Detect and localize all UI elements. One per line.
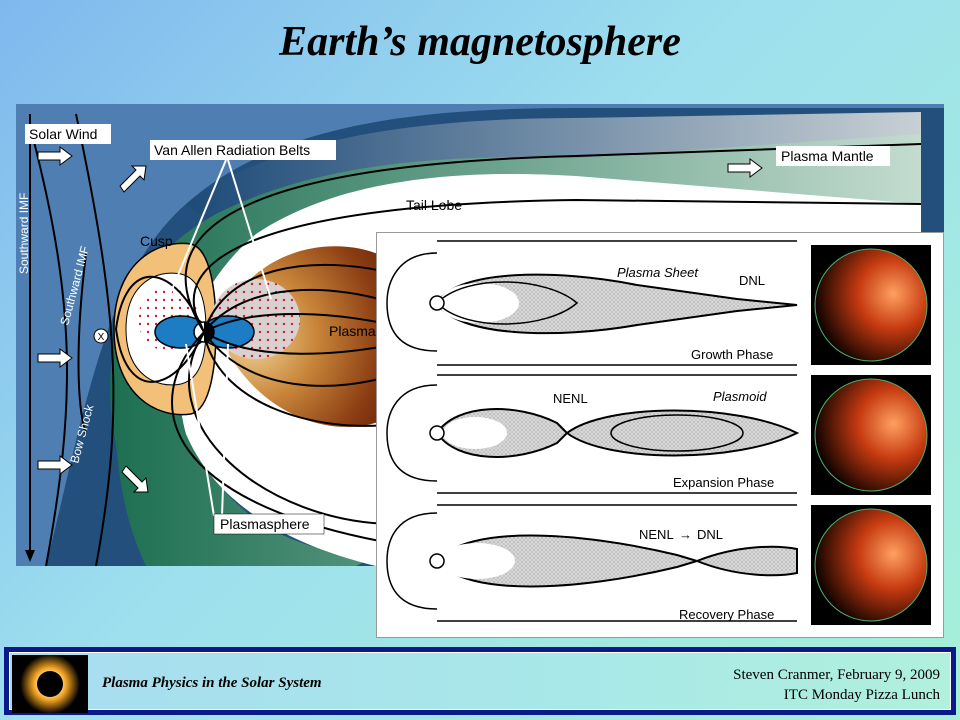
x-point-label: X: [98, 332, 105, 343]
tail-lobe-label: Tail Lobe: [406, 197, 462, 213]
plasmasphere-label: Plasmasphere: [220, 516, 310, 532]
course-title: Plasma Physics in the Solar System: [102, 675, 322, 691]
cusp-label: Cusp: [140, 233, 173, 249]
nenl-label-1: NENL: [553, 391, 588, 406]
recovery-phase-panel: NENL → DNL Recovery Phase: [386, 504, 798, 622]
flow-arrows: [37, 146, 763, 493]
plasmasphere-pointers: [185, 343, 229, 517]
plasma-mantle-region: [110, 134, 921, 566]
dnl-label-2: DNL: [697, 527, 723, 542]
plasma-label: Plasma: [329, 323, 376, 339]
nenl-dnl-arrow: →: [679, 527, 692, 542]
van-allen-box: [150, 140, 336, 160]
imf-arrow: [25, 550, 35, 562]
southward-imf-label-1: Southward IMF: [17, 193, 31, 274]
growth-phase-panel: Plasma Sheet DNL Growth Phase: [386, 240, 798, 366]
plasmasphere-box: [213, 513, 325, 535]
substorm-phases-diagram: Plasma Sheet DNL Growth Phase NENL Plasm…: [376, 232, 944, 638]
van-allen-pointers: [165, 159, 272, 305]
field-lines: [31, 113, 922, 566]
plasmoid-label: Plasmoid: [713, 389, 767, 404]
footer-bar: Plasma Physics in the Solar System Steve…: [4, 647, 956, 715]
dnl-label-1: DNL: [739, 273, 765, 288]
plasma-sheet-label: Plasma Sheet: [617, 265, 699, 280]
expansion-phase-label: Expansion Phase: [673, 475, 774, 490]
van-allen-label: Van Allen Radiation Belts: [154, 142, 310, 158]
author-block: Steven Cranmer, February 9, 2009 ITC Mon…: [733, 665, 940, 705]
author-line: Steven Cranmer, February 9, 2009: [733, 667, 940, 683]
solar-wind-box: [25, 124, 111, 144]
nenl-label-2: NENL: [639, 527, 674, 542]
event-line: ITC Monday Pizza Lunch: [783, 687, 940, 703]
eclipse-logo: [12, 655, 88, 713]
solar-wind-label: Solar Wind: [29, 126, 97, 142]
aurora-images: [811, 245, 931, 625]
recovery-phase-label: Recovery Phase: [679, 607, 774, 622]
substorm-svg: Plasma Sheet DNL Growth Phase NENL Plasm…: [386, 240, 931, 625]
footer-inner: Plasma Physics in the Solar System Steve…: [9, 652, 951, 713]
expansion-phase-panel: NENL Plasmoid Expansion Phase: [386, 374, 800, 494]
x-point-marker: [93, 328, 109, 344]
slide-title: Earth’s magnetosphere: [279, 19, 681, 65]
growth-phase-label: Growth Phase: [691, 347, 773, 362]
plasma-mantle-label: Plasma Mantle: [781, 148, 874, 164]
plasma-mantle-box: [776, 146, 890, 166]
